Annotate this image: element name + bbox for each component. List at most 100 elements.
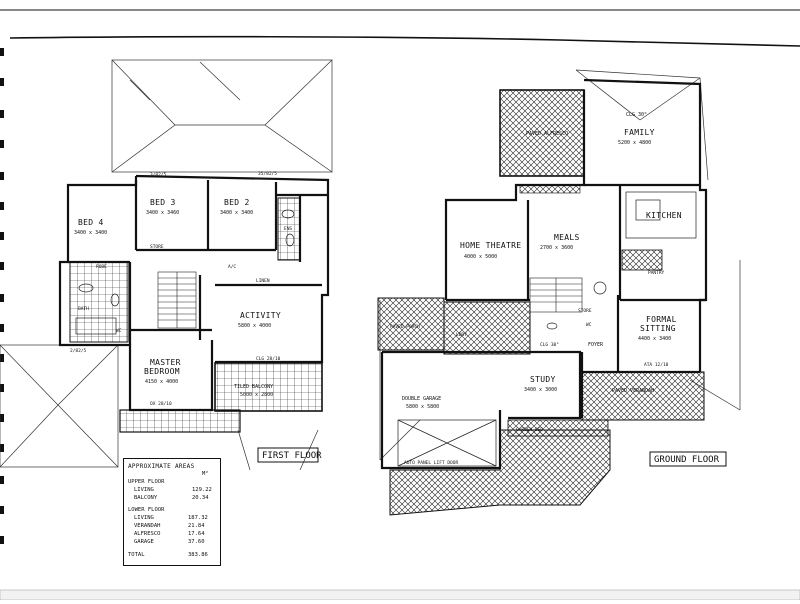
ff-wc-note: WC: [116, 328, 122, 334]
bed4-name: BED 4: [78, 218, 104, 227]
alfresco-hatch: [499, 89, 585, 177]
upper-balcony-value: 20.34: [192, 495, 209, 501]
first-floor-bath-tiles: [69, 261, 129, 343]
binding-marks: [0, 48, 4, 544]
master-size: 4150 x 4000: [145, 379, 178, 385]
formal-size: 4400 x 3400: [638, 336, 671, 342]
master-name2: BEDROOM: [144, 367, 180, 376]
upper-living-label: LIVING: [134, 487, 154, 493]
ground-floor-plan: PAVED ALFRESCO FAMILY 5200 x 4800 CLG 30…: [377, 69, 741, 516]
ground-floor-roof-lines: [379, 69, 741, 461]
ff-bath-note: BATH: [78, 306, 89, 312]
gf-clg-note: CLG 30°: [540, 342, 559, 348]
kitchen-fixtures: [546, 191, 697, 330]
alfresco-name: PAVED ALFRESCO: [526, 131, 568, 137]
formal-name2: SITTING: [640, 324, 676, 333]
gf-ldry-note: LDRY: [456, 332, 467, 338]
garage-name: DOUBLE GARAGE: [402, 396, 441, 402]
total-value: 383.86: [188, 552, 208, 558]
first-floor-stairs: [157, 271, 197, 329]
first-floor-fixtures: [75, 209, 295, 335]
gf-wc-note: WC: [586, 322, 592, 328]
gf-store-note: STORE: [578, 308, 592, 314]
ff-linen-note: LINEN: [256, 278, 270, 284]
lower-floor-label: LOWER FLOOR: [128, 507, 165, 513]
gf-ata-note: ATA 12/10: [644, 362, 669, 368]
study-size: 3400 x 3000: [524, 387, 557, 393]
kitchen-name: KITCHEN: [646, 211, 682, 220]
theatre-size: 4000 x 5000: [464, 254, 497, 260]
ff-ac-note: A/C: [228, 264, 236, 270]
lower-verandah-value: 21.84: [188, 523, 205, 529]
garden-hatch: [507, 419, 609, 437]
ff-dims1: 3/82/5: [150, 172, 167, 178]
lower-verandah-label: VERANDAH: [134, 523, 161, 529]
activity-size: 5800 x 4000: [238, 323, 271, 329]
study-name: STUDY: [530, 375, 556, 384]
foyer-name: FOYER: [588, 342, 604, 348]
veranda-name: PAVED VERANDAH: [612, 388, 654, 394]
ff-dims3: 2/82/5: [70, 348, 87, 354]
porch-name: PAVED PORCH: [390, 324, 420, 330]
family-name: FAMILY: [624, 128, 655, 137]
page-sketch-line: [9, 35, 800, 47]
first-floor-ensuite-tiles: [277, 197, 301, 261]
ff-dims2: 35/82/5: [258, 171, 277, 177]
ff-ox-note: OX 28/10: [150, 401, 172, 407]
approximate-areas-panel: APPROXIMATE AREAS M² UPPER FLOOR LIVING …: [123, 458, 221, 566]
ground-floor-title-box: [649, 451, 727, 467]
lower-living-label: LIVING: [134, 515, 154, 521]
pantry-hatch: [621, 249, 663, 271]
master-name: MASTER: [150, 358, 181, 367]
garden-name: GARDEN BED: [516, 427, 543, 433]
lower-living-value: 187.32: [188, 515, 208, 521]
meals-name: MEALS: [554, 233, 580, 242]
veranda-hatch: [581, 371, 705, 421]
total-label: TOTAL: [128, 552, 145, 558]
first-floor-plan: BED 4 3400 x 3400 BED 3 3400 x 3460 BED …: [0, 59, 333, 471]
bed2-name: BED 2: [224, 198, 250, 207]
foyer-hatch: [443, 301, 531, 355]
porch-hatch: [377, 297, 445, 351]
meals-size: 2700 x 3600: [540, 245, 573, 251]
first-floor-title-box: [257, 447, 319, 463]
servery-hatch: [519, 184, 581, 194]
bed2-size: 3400 x 3400: [220, 210, 253, 216]
upper-floor-label: UPPER FLOOR: [128, 479, 165, 485]
bottom-bar: [0, 589, 800, 601]
formal-name: FORMAL: [646, 315, 677, 324]
lower-alfresco-value: 17.64: [188, 531, 205, 537]
ff-store-note: STORE: [150, 244, 164, 250]
ground-floor-stairs: [529, 277, 583, 313]
lower-alfresco-label: ALFRESCO: [134, 531, 161, 537]
family-ceiling: CLG 30°: [626, 112, 647, 118]
bed3-size: 3400 x 3460: [146, 210, 179, 216]
ff-robe-note: ROBE: [96, 264, 107, 270]
family-size: 5200 x 4800: [618, 140, 651, 146]
balcony-name: TILED BALCONY: [234, 384, 273, 390]
activity-name: ACTIVITY: [240, 311, 281, 320]
ground-floor-title: GROUND FLOOR: [654, 455, 720, 465]
lower-garage-label: GARAGE: [134, 539, 154, 545]
garage-door: [397, 419, 497, 467]
ground-floor-walls: [380, 78, 708, 470]
ff-clg-note: CLG 28/10: [256, 356, 281, 362]
lower-garage-value: 37.60: [188, 539, 205, 545]
areas-unit: M²: [202, 471, 209, 477]
lower-tiles: [119, 409, 241, 433]
balcony-tiles: [214, 362, 323, 412]
first-floor-title: FIRST FLOOR: [262, 451, 322, 461]
garage-size: 5800 x 5800: [406, 404, 439, 410]
upper-balcony-label: BALCONY: [134, 495, 158, 501]
balcony-size: 5000 x 2800: [240, 392, 273, 398]
areas-heading: APPROXIMATE AREAS: [128, 463, 195, 470]
upper-living-value: 129.22: [192, 487, 212, 493]
bed4-size: 3400 x 3400: [74, 230, 107, 236]
bed3-name: BED 3: [150, 198, 176, 207]
theatre-name: HOME THEATRE: [460, 241, 521, 250]
ff-ens-note: ENS: [284, 226, 292, 232]
gf-door-note: AUTO PANEL LIFT DOOR: [404, 460, 458, 466]
pantry-name: PANTRY: [648, 270, 665, 276]
